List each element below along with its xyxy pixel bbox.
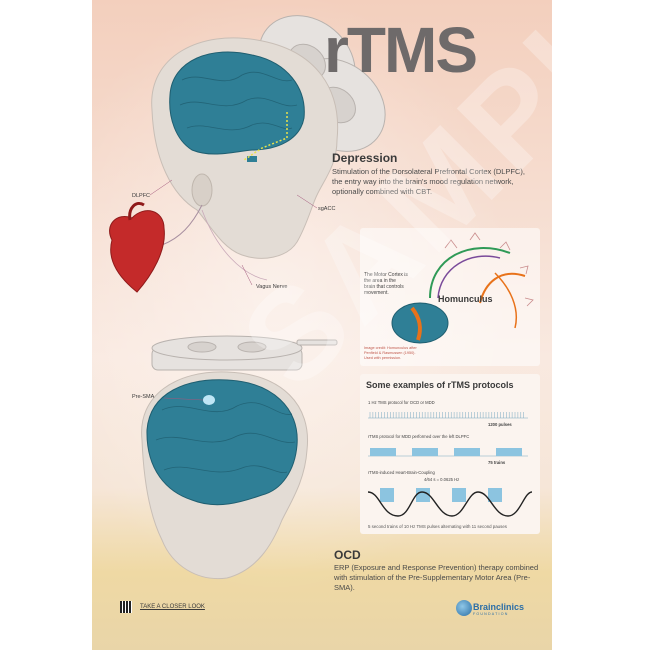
brainclinics-logo-name: Brainclinics — [473, 602, 525, 612]
heart — [109, 210, 165, 293]
label-sgacc: sgACC — [318, 206, 336, 212]
depression-illustration — [109, 15, 386, 293]
label-dlpfc: DLPFC — [132, 193, 151, 199]
protocols-panel: Some examples of rTMS protocols 1 Hz TMS… — [360, 374, 540, 534]
qr-code-icon[interactable] — [120, 601, 132, 613]
protocol1-label: 1 Hz TMS protocol for OCD or MDD — [368, 400, 435, 405]
protocol2-trains — [368, 448, 528, 457]
protocol3-formula: 4/64 s = 0.0625 Hz — [424, 477, 460, 482]
homunculus-panel: The Motor Cortex is the area in the brai… — [360, 228, 540, 366]
ocd-illustration — [141, 335, 338, 580]
heart-brain-coupling-wave — [368, 488, 532, 517]
protocol3-label: rTMS-induced Heart-Brain-Coupling — [368, 470, 435, 475]
tms-coil-bottom — [151, 335, 338, 371]
label-pre-sma: Pre-SMA — [132, 394, 155, 400]
homunculus-caption: The Motor Cortex is the area in the brai… — [364, 272, 408, 296]
protocols-heading: Some examples of rTMS protocols — [366, 380, 514, 390]
poster: rTMS Depression Stimulation of the Dorso… — [92, 0, 552, 650]
protocol2-label: rTMS protocol for MDD performed over the… — [368, 434, 470, 439]
take-a-closer-look-link[interactable]: TAKE A CLOSER LOOK — [140, 604, 205, 610]
protocol1-count: 1200 pulses — [488, 422, 512, 427]
depression-heading: Depression — [332, 151, 398, 165]
protocols-footer: 5 second trains of 10 Hz TMS pulses alte… — [368, 524, 507, 529]
poster-title: rTMS — [324, 14, 478, 86]
ocd-text: ERP (Exposure and Response Prevention) t… — [334, 563, 539, 592]
homunculus-footnote: Image credit: Homunculus after Penfield … — [364, 346, 417, 360]
ocd-heading: OCD — [334, 548, 361, 562]
depression-text: Stimulation of the Dorsolateral Prefront… — [332, 167, 525, 196]
protocol1-pulses — [368, 412, 528, 419]
homunculus-illustration — [391, 232, 534, 344]
brainclinics-logo-sub: FOUNDATION — [473, 612, 509, 616]
label-vagus-nerve: Vagus Nerve — [256, 284, 288, 290]
homunculus-label: Homunculus — [438, 294, 493, 304]
brain-bottom — [146, 379, 298, 506]
brainclinics-logo-icon — [456, 600, 472, 616]
protocol2-count: 75 trains — [488, 460, 506, 465]
